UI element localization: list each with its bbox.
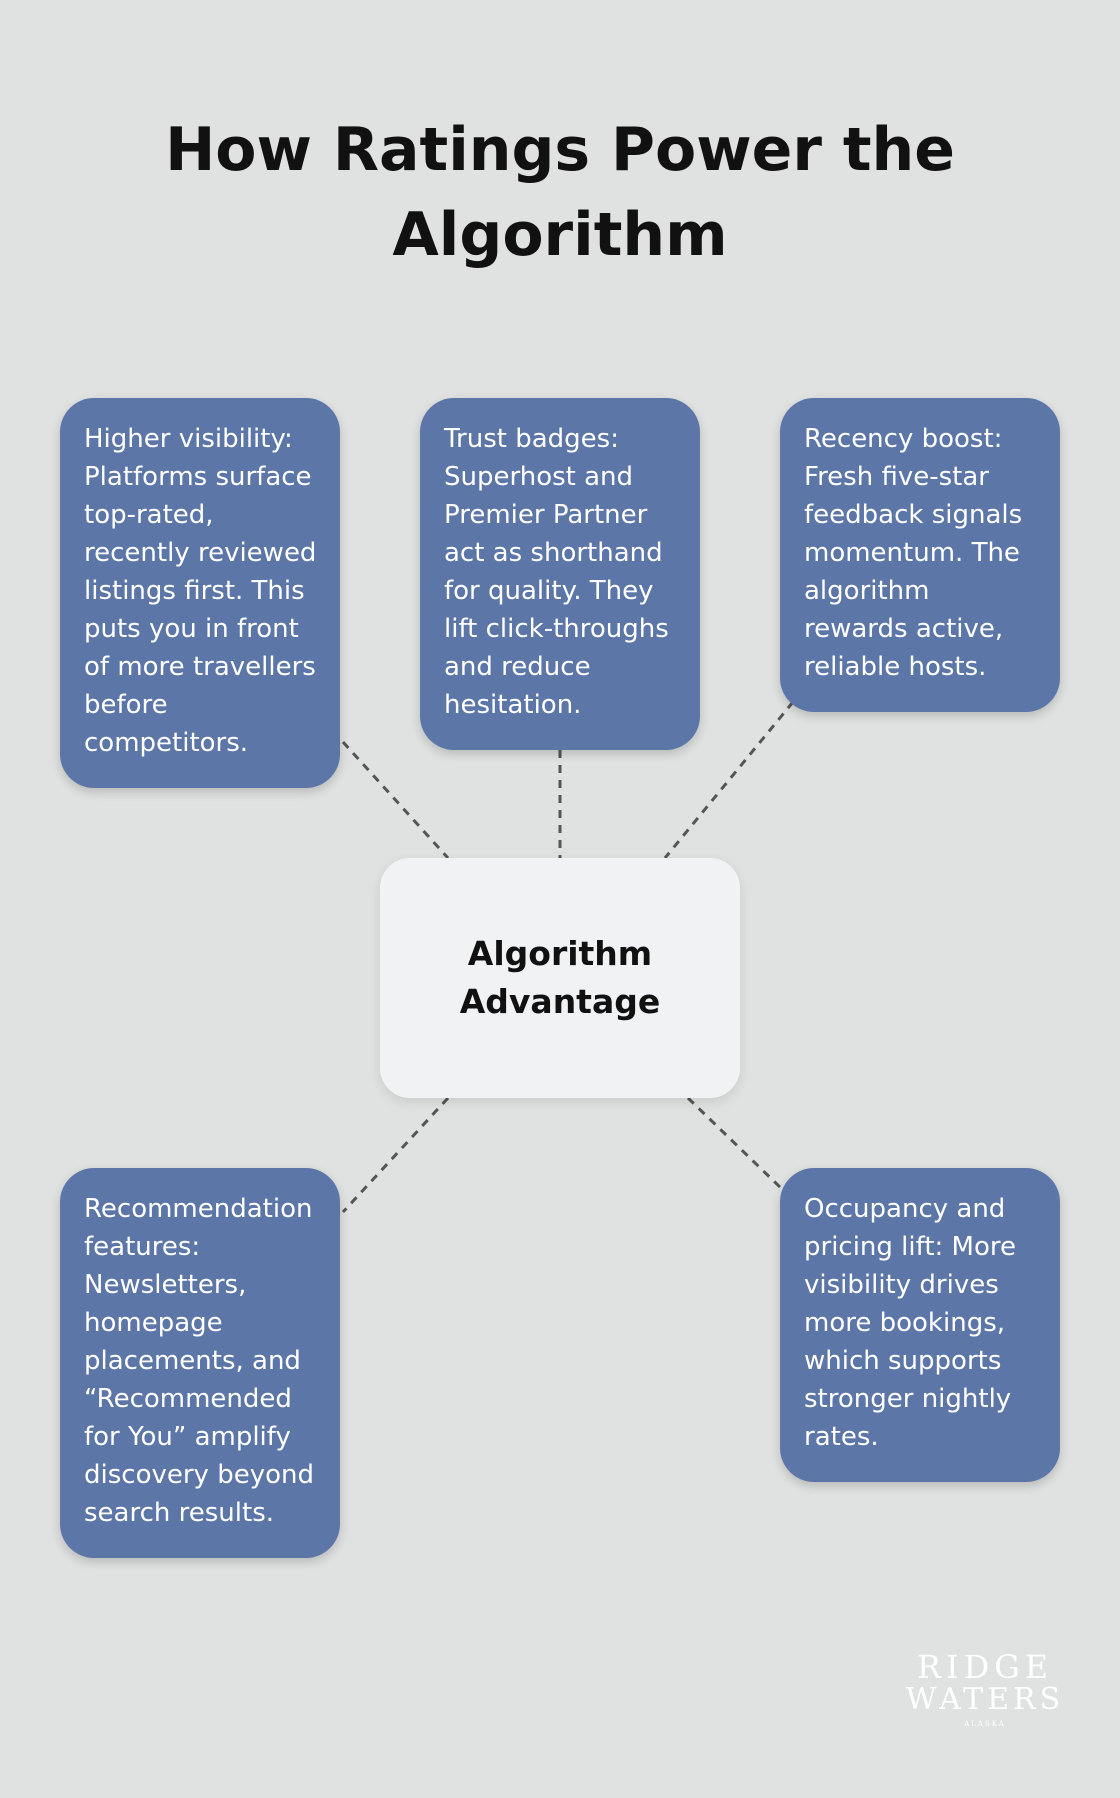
logo-line-ridge: RIDGE bbox=[916, 1648, 1054, 1686]
center-label: Algorithm Advantage bbox=[459, 934, 661, 1021]
node-recency-boost: Recency boost: Fresh five-star feedback … bbox=[780, 398, 1060, 712]
connector-visibility bbox=[341, 740, 450, 860]
node-text: Recency boost: Fresh five-star feedback … bbox=[804, 424, 1023, 682]
connector-recency bbox=[663, 701, 795, 859]
node-text: Occupancy and pricing lift: More visibil… bbox=[804, 1194, 1016, 1452]
logo-line-alaska: ALASKA bbox=[964, 1720, 1006, 1728]
diagram-title: How Ratings Power the Algorithm bbox=[165, 115, 955, 270]
center-node: Algorithm Advantage bbox=[380, 858, 740, 1098]
logo-line-waters: WATERS bbox=[905, 1682, 1065, 1717]
node-text: Recommendation features: Newsletters, ho… bbox=[84, 1194, 314, 1528]
node-higher-visibility: Higher visibility: Platforms surface top… bbox=[60, 398, 340, 788]
brand-logo: RIDGE WATERS ALASKA bbox=[905, 1650, 1065, 1732]
node-text: Higher visibility: Platforms surface top… bbox=[84, 424, 317, 758]
node-trust-badges: Trust badges: Superhost and Premier Part… bbox=[420, 398, 700, 750]
node-recommendation-features: Recommendation features: Newsletters, ho… bbox=[60, 1168, 340, 1558]
connector-occupancy bbox=[686, 1096, 785, 1192]
connector-recommendation bbox=[341, 1096, 450, 1214]
node-occupancy-pricing: Occupancy and pricing lift: More visibil… bbox=[780, 1168, 1060, 1482]
node-text: Trust badges: Superhost and Premier Part… bbox=[444, 424, 669, 720]
